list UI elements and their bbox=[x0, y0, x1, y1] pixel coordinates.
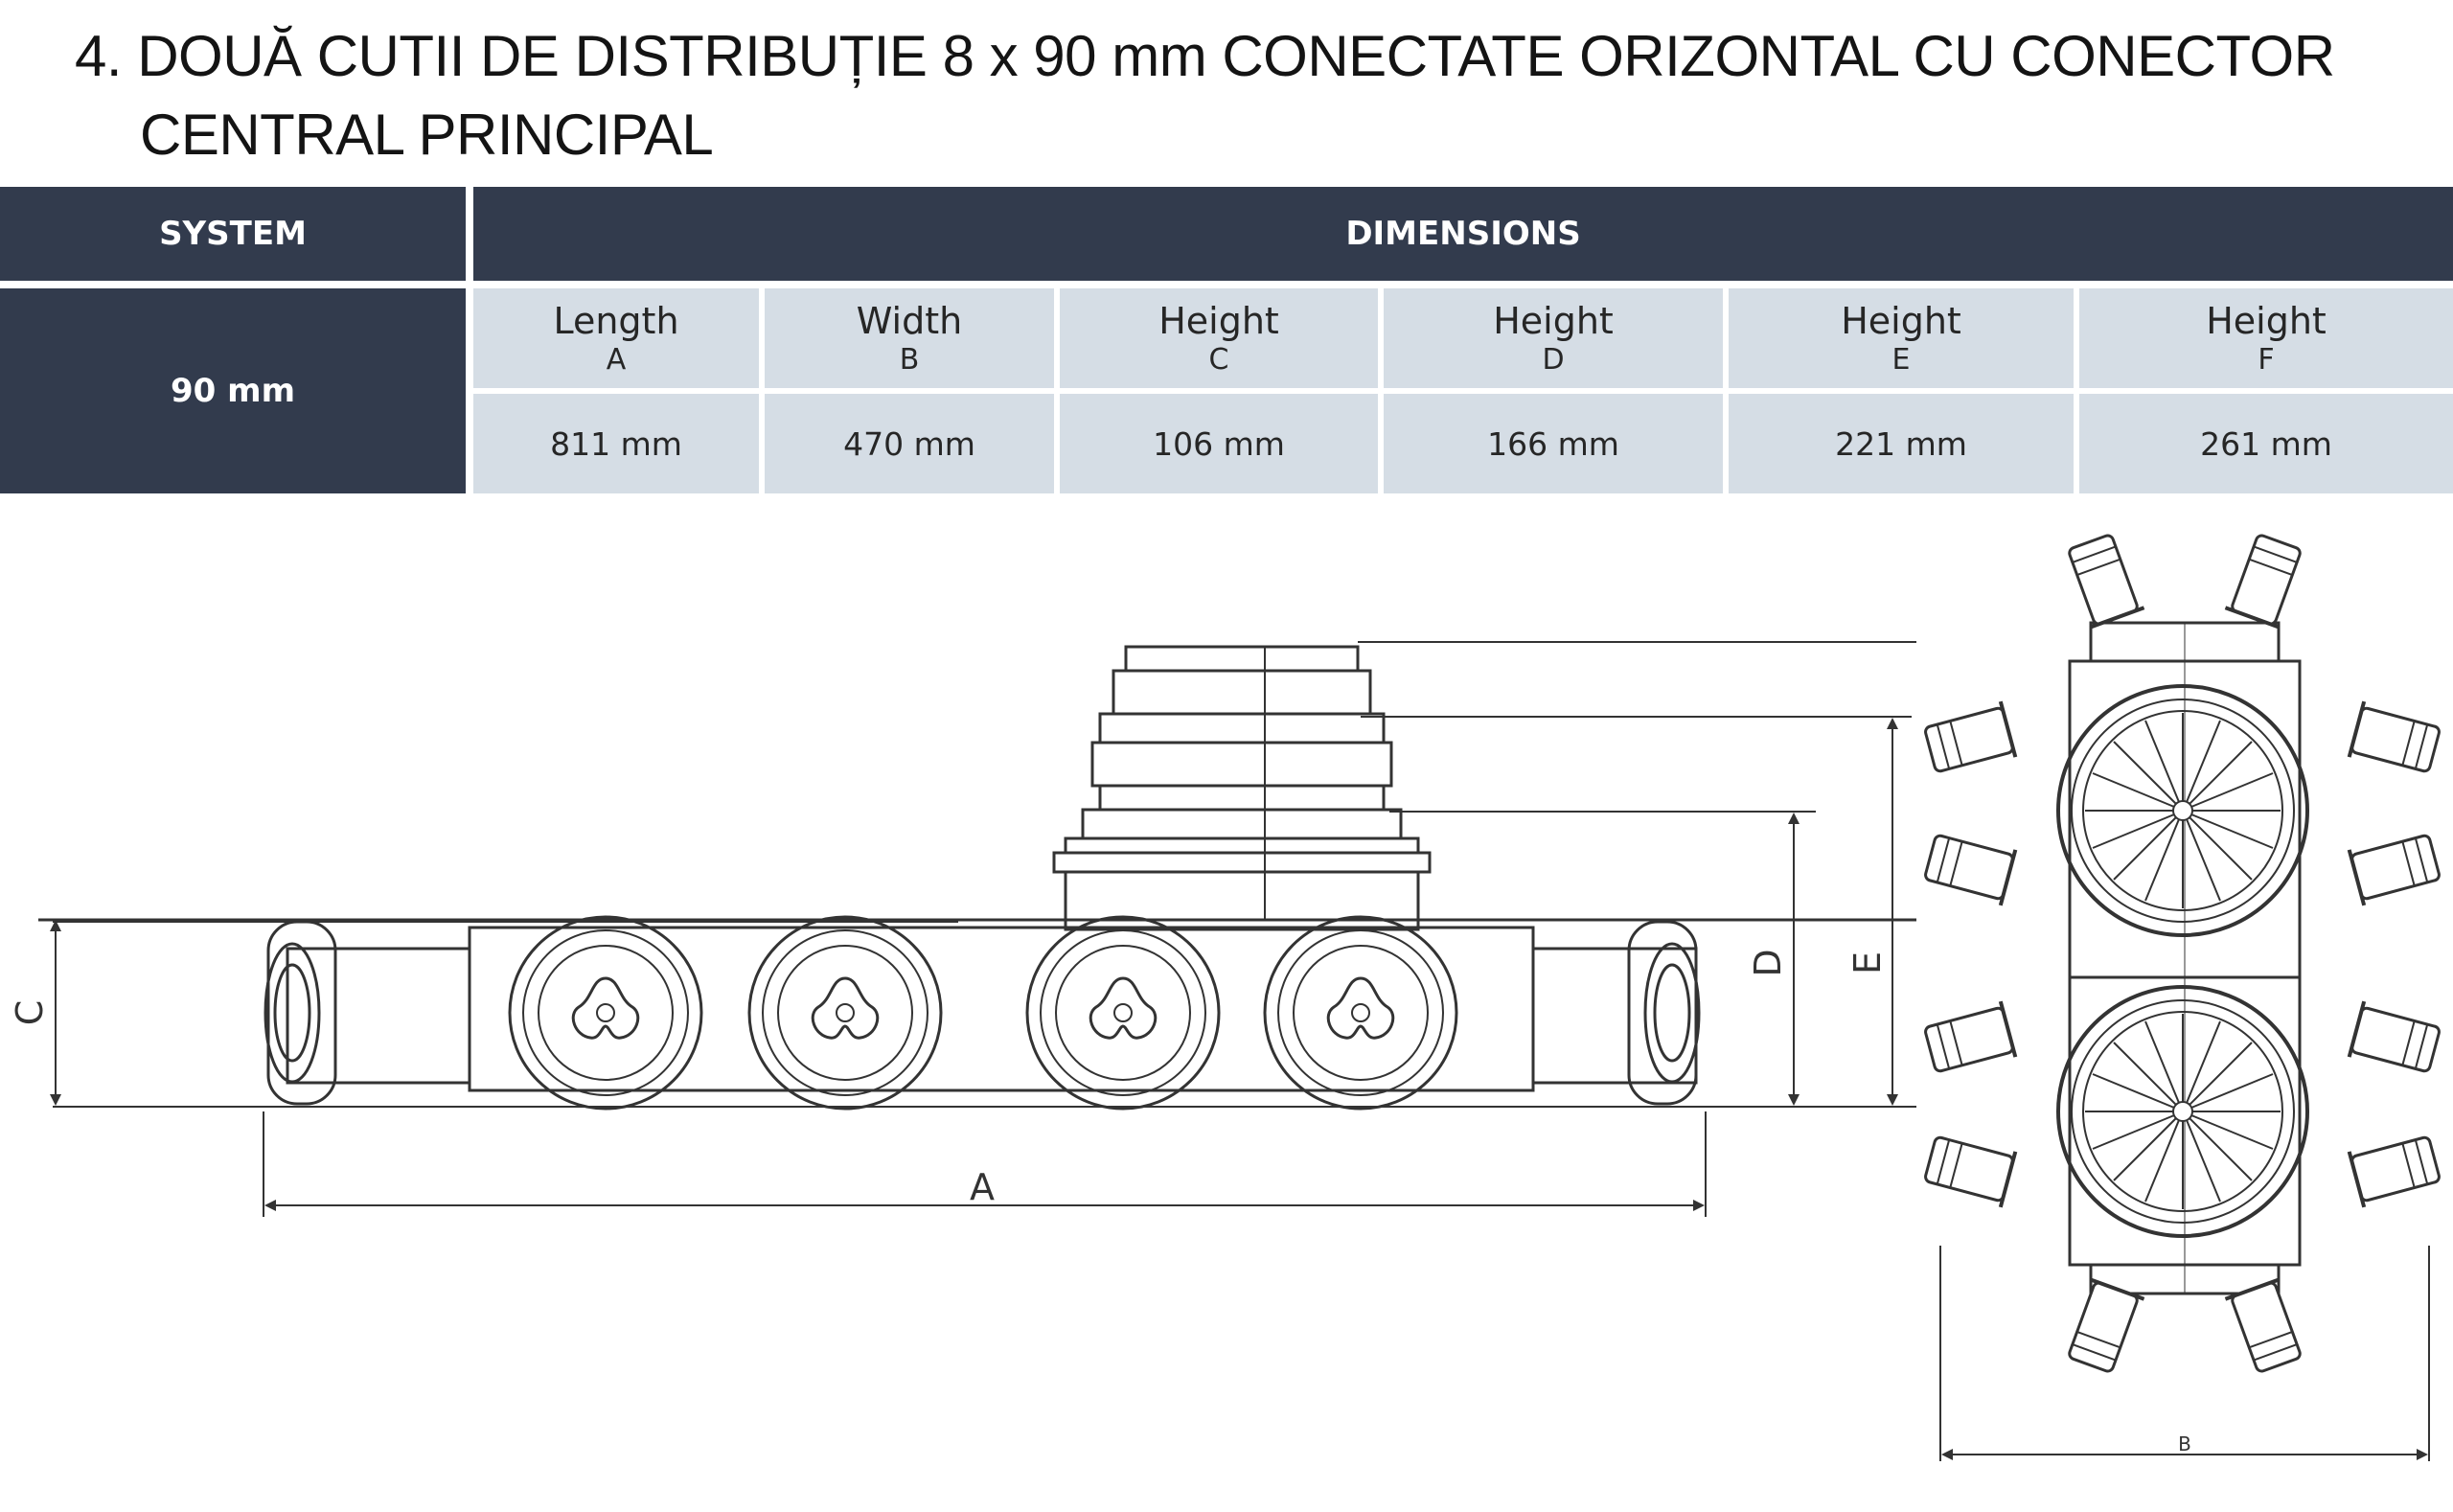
width-dimension bbox=[1939, 1246, 2430, 1461]
bottom-port-right bbox=[2223, 1277, 2309, 1377]
value-height-e: 221 mm bbox=[1729, 394, 2074, 493]
label-e: E bbox=[1846, 951, 1889, 974]
port-2 bbox=[747, 915, 943, 1111]
louver-upper bbox=[2056, 684, 2309, 937]
label-d: D bbox=[1747, 949, 1789, 976]
port-3 bbox=[1025, 915, 1221, 1111]
side-port-left-4 bbox=[1920, 1129, 2018, 1209]
label-b: B bbox=[2178, 1432, 2191, 1455]
side-port-right-4 bbox=[2347, 1129, 2444, 1209]
document-title: 4. DOUĂ CUTII DE DISTRIBUȚIE 8 x 90 mm C… bbox=[75, 17, 2335, 174]
side-port-right-3 bbox=[2347, 999, 2444, 1080]
top-port-left bbox=[2060, 530, 2146, 630]
dimensions-header: DIMENSIONS bbox=[473, 187, 2453, 281]
side-port-left-1 bbox=[1920, 699, 2018, 780]
plan-view bbox=[2068, 621, 2302, 1295]
side-port-left-3 bbox=[1920, 999, 2018, 1080]
label-a: A bbox=[970, 1166, 995, 1208]
port-4 bbox=[1263, 915, 1458, 1111]
technical-drawing: A C D E B bbox=[9, 530, 2444, 1461]
label-c: C bbox=[9, 1000, 51, 1026]
value-length: 811 mm bbox=[473, 394, 759, 493]
top-port-right bbox=[2223, 530, 2309, 630]
value-height-c: 106 mm bbox=[1060, 394, 1378, 493]
value-height-f: 261 mm bbox=[2079, 394, 2453, 493]
value-width: 470 mm bbox=[765, 394, 1054, 493]
side-port-right-2 bbox=[2347, 827, 2444, 907]
port-1 bbox=[508, 915, 703, 1111]
dimension-lines bbox=[50, 641, 1916, 1217]
system-value: 90 mm bbox=[0, 288, 466, 493]
title-line-2: CENTRAL PRINCIPAL bbox=[140, 103, 714, 167]
louver-lower bbox=[2056, 985, 2309, 1238]
bottom-port-left bbox=[2060, 1277, 2146, 1377]
value-height-d: 166 mm bbox=[1384, 394, 1723, 493]
title-line-1: 4. DOUĂ CUTII DE DISTRIBUȚIE 8 x 90 mm C… bbox=[75, 24, 2335, 88]
system-header: SYSTEM bbox=[0, 187, 466, 281]
side-port-left-2 bbox=[1920, 827, 2018, 907]
side-port-right-1 bbox=[2347, 699, 2444, 780]
